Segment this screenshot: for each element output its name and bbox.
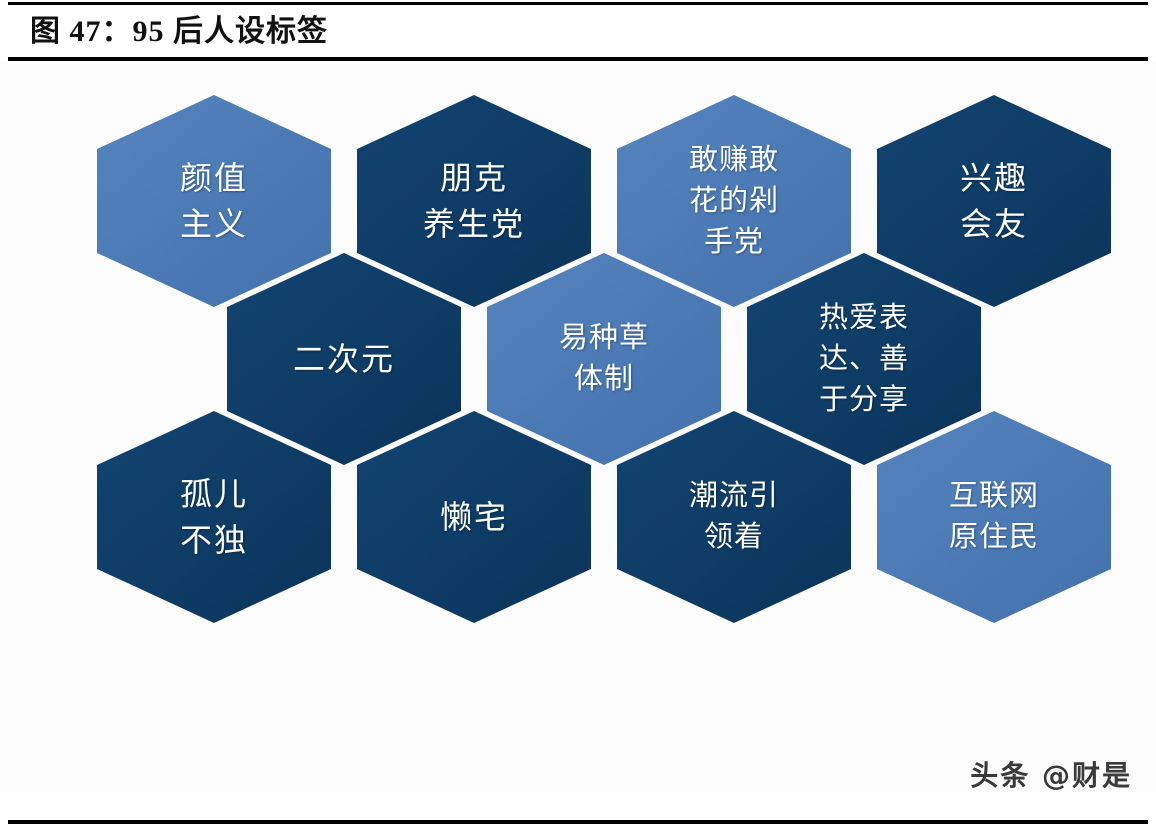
hexagon-tile[interactable]: 互联网 原住民 [877,411,1111,623]
hexagon-label: 热爱表 达、善 于分享 [818,301,909,416]
hexagon-diagram: 颜值 主义 朋克 养生党 敢赚敢 花的剁 手党 兴趣 会友 二次元 易种草 体制… [0,62,1156,792]
hexagon-label: 兴趣 会友 [959,160,1028,242]
hexagon-label: 潮流引 领着 [688,480,779,553]
hexagon-tile[interactable]: 敢赚敢 花的剁 手党 [617,95,851,307]
footer-rule [8,820,1148,824]
hexagon-label: 敢赚敢 花的剁 手党 [688,143,779,258]
source-watermark: 头条 @财是 [970,759,1132,792]
header-top-rule [8,2,1148,5]
hexagon-label: 互联网 原住民 [948,480,1039,553]
hexagon-tile[interactable]: 颜值 主义 [97,95,331,307]
hexagon-tile[interactable]: 易种草 体制 [487,253,721,465]
hexagon-label: 朋克 养生党 [422,160,525,242]
figure-title: 图 47：95 后人设标签 [30,15,328,48]
hexagon-tile[interactable]: 热爱表 达、善 于分享 [747,253,981,465]
hexagon-label: 颜值 主义 [179,160,248,242]
header-bottom-rule [8,57,1148,61]
hexagon-tile[interactable]: 二次元 [227,253,461,465]
hexagon-label: 孤儿 不独 [179,476,248,558]
hexagon-tile[interactable]: 孤儿 不独 [97,411,331,623]
hexagon-label: 易种草 体制 [558,322,649,395]
hexagon-label: 二次元 [292,341,395,377]
figure-header: 图 47：95 后人设标签 [0,0,1156,62]
hexagon-tile[interactable]: 潮流引 领着 [617,411,851,623]
hexagon-tile[interactable]: 兴趣 会友 [877,95,1111,307]
hexagon-tile[interactable]: 懒宅 [357,411,591,623]
hexagon-tile[interactable]: 朋克 养生党 [357,95,591,307]
hexagon-label: 懒宅 [439,499,508,535]
